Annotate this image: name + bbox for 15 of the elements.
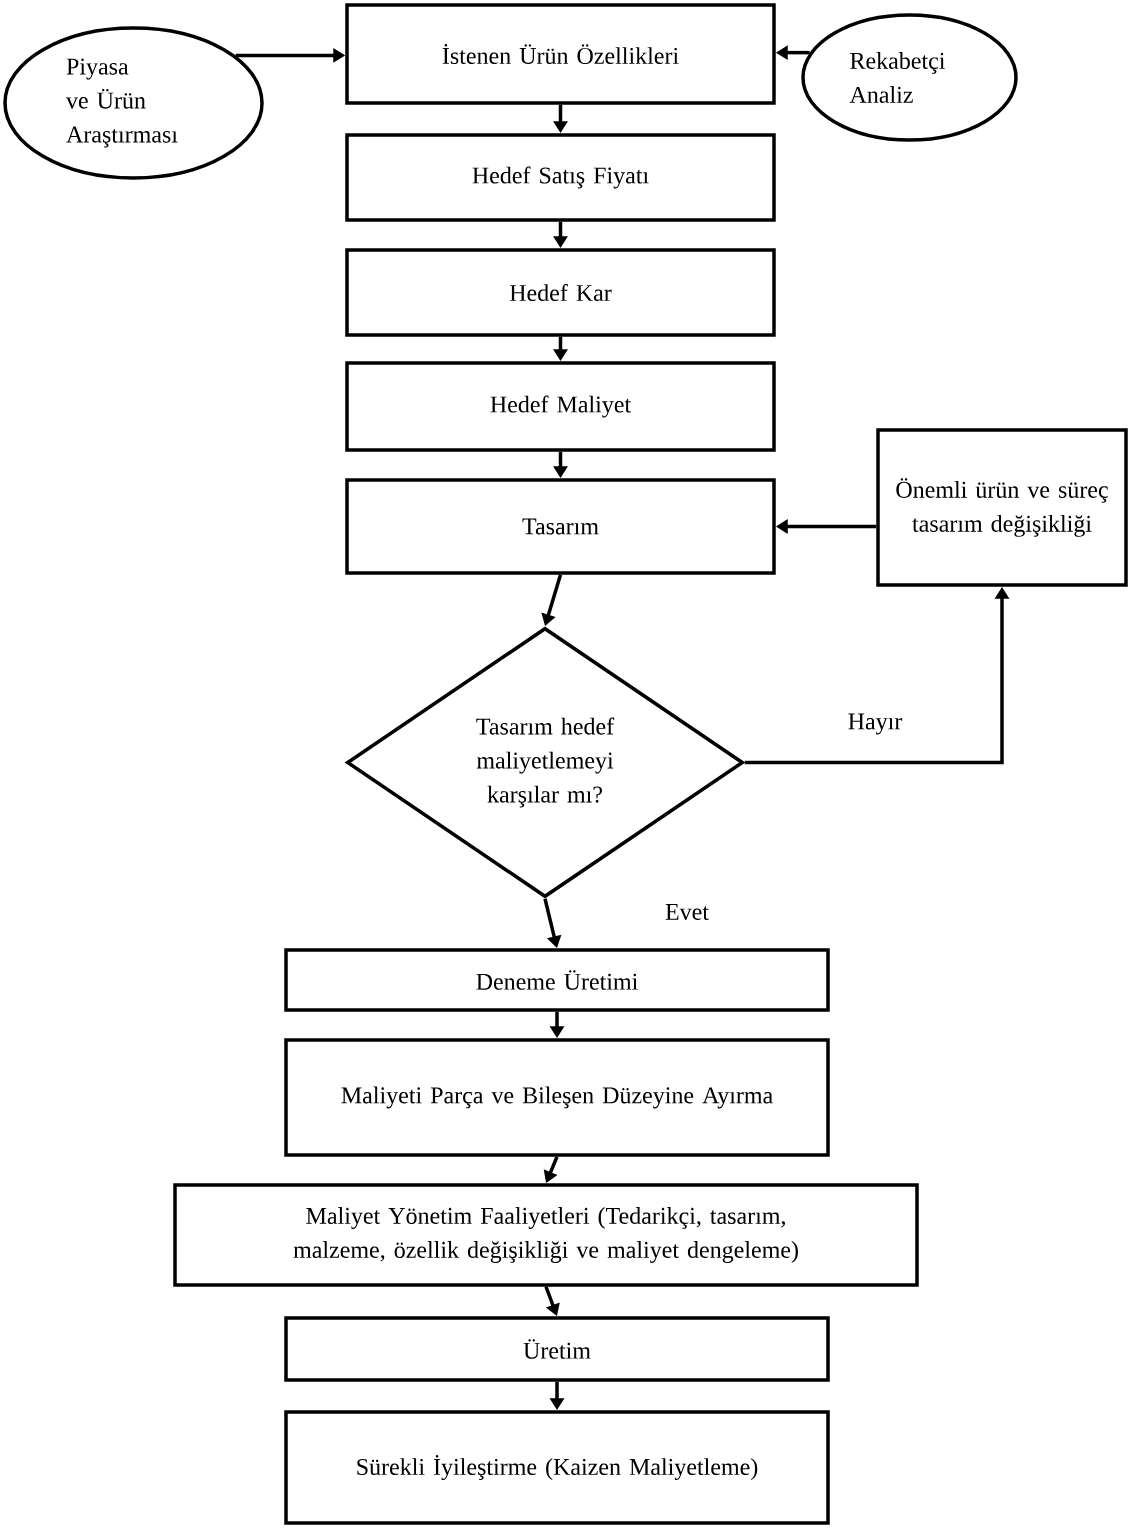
process-box: Hedef Satış Fiyatı: [345, 133, 776, 222]
process-box: Önemli ürün ve süreç tasarım değişikliği: [876, 428, 1128, 587]
process-box: Maliyeti Parça ve Bileşen Düzeyine Ayırma: [284, 1038, 830, 1157]
process-box: Hedef Kar: [345, 248, 776, 337]
process-box: Üretim: [284, 1316, 830, 1382]
process-box: Sürekli İyileştirme (Kaizen Maliyetleme): [284, 1410, 830, 1525]
process-box: Maliyet Yönetim Faaliyetleri (Tedarikçi, tasarım, malzeme, özellik değişikliği ve maliyet dengeleme): [173, 1183, 919, 1287]
edge-label: Hayır: [845, 711, 905, 737]
process-box: Hedef Maliyet: [345, 361, 776, 452]
input-oval: Rekabetçi Analiz: [801, 13, 1018, 142]
process-box: İstenen Ürün Özellikleri: [345, 3, 776, 105]
edge-label: Evet: [663, 902, 711, 922]
input-oval: Piyasa ve Ürün Araştırması: [3, 26, 264, 180]
process-box: Deneme Üretimi: [284, 948, 830, 1012]
process-box: Tasarım: [345, 478, 776, 575]
